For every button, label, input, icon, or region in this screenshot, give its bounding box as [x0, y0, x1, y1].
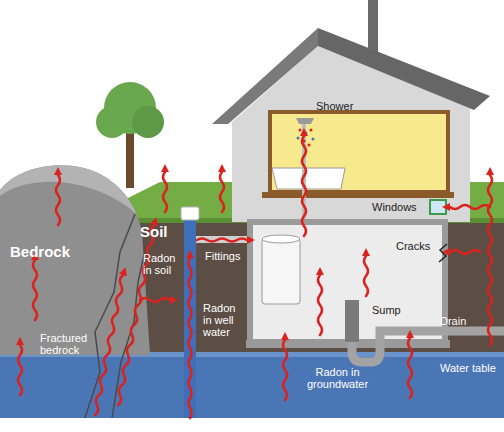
shower-head [296, 118, 314, 124]
entry-label: Fittings [205, 250, 240, 262]
well-cap [181, 207, 199, 220]
rock-fracture [85, 214, 135, 418]
roof [212, 28, 318, 124]
groundwater-layer [0, 352, 504, 418]
sump-pit [345, 300, 359, 342]
bathtub [272, 168, 345, 189]
layer-label: Water table [440, 362, 496, 374]
shower-spray [297, 129, 315, 147]
radon-arrows [18, 133, 492, 418]
layer-label: Bedrock [10, 244, 70, 260]
bedrock-highlight [0, 165, 137, 215]
wall-crack [439, 244, 447, 262]
window [430, 200, 446, 214]
floor-joist [262, 192, 454, 198]
layer-label: Soil [140, 224, 168, 240]
house-wall [232, 46, 470, 222]
entry-label: Windows [372, 201, 417, 213]
room-label: Shower [316, 100, 353, 112]
well-shaft [184, 218, 196, 418]
bedrock-hill [0, 165, 150, 355]
tree-crown [96, 106, 128, 138]
entry-label: Sump [372, 304, 401, 316]
layer-label: Fractured bedrock [40, 332, 95, 356]
bathroom [270, 112, 448, 192]
source-label: Radon in soil [143, 252, 183, 276]
tree-crown [132, 106, 164, 138]
source-label: Radon in well water [203, 302, 243, 338]
rock-fracture [112, 246, 146, 418]
roof [318, 28, 490, 110]
basement [250, 222, 445, 342]
part-label: Drain [440, 315, 466, 327]
drain-pipe [352, 331, 504, 362]
water-heater [262, 238, 300, 304]
source-label: Radon in groundwater [300, 366, 375, 390]
entry-label: Cracks [396, 240, 430, 252]
water-heater-top [262, 235, 300, 243]
